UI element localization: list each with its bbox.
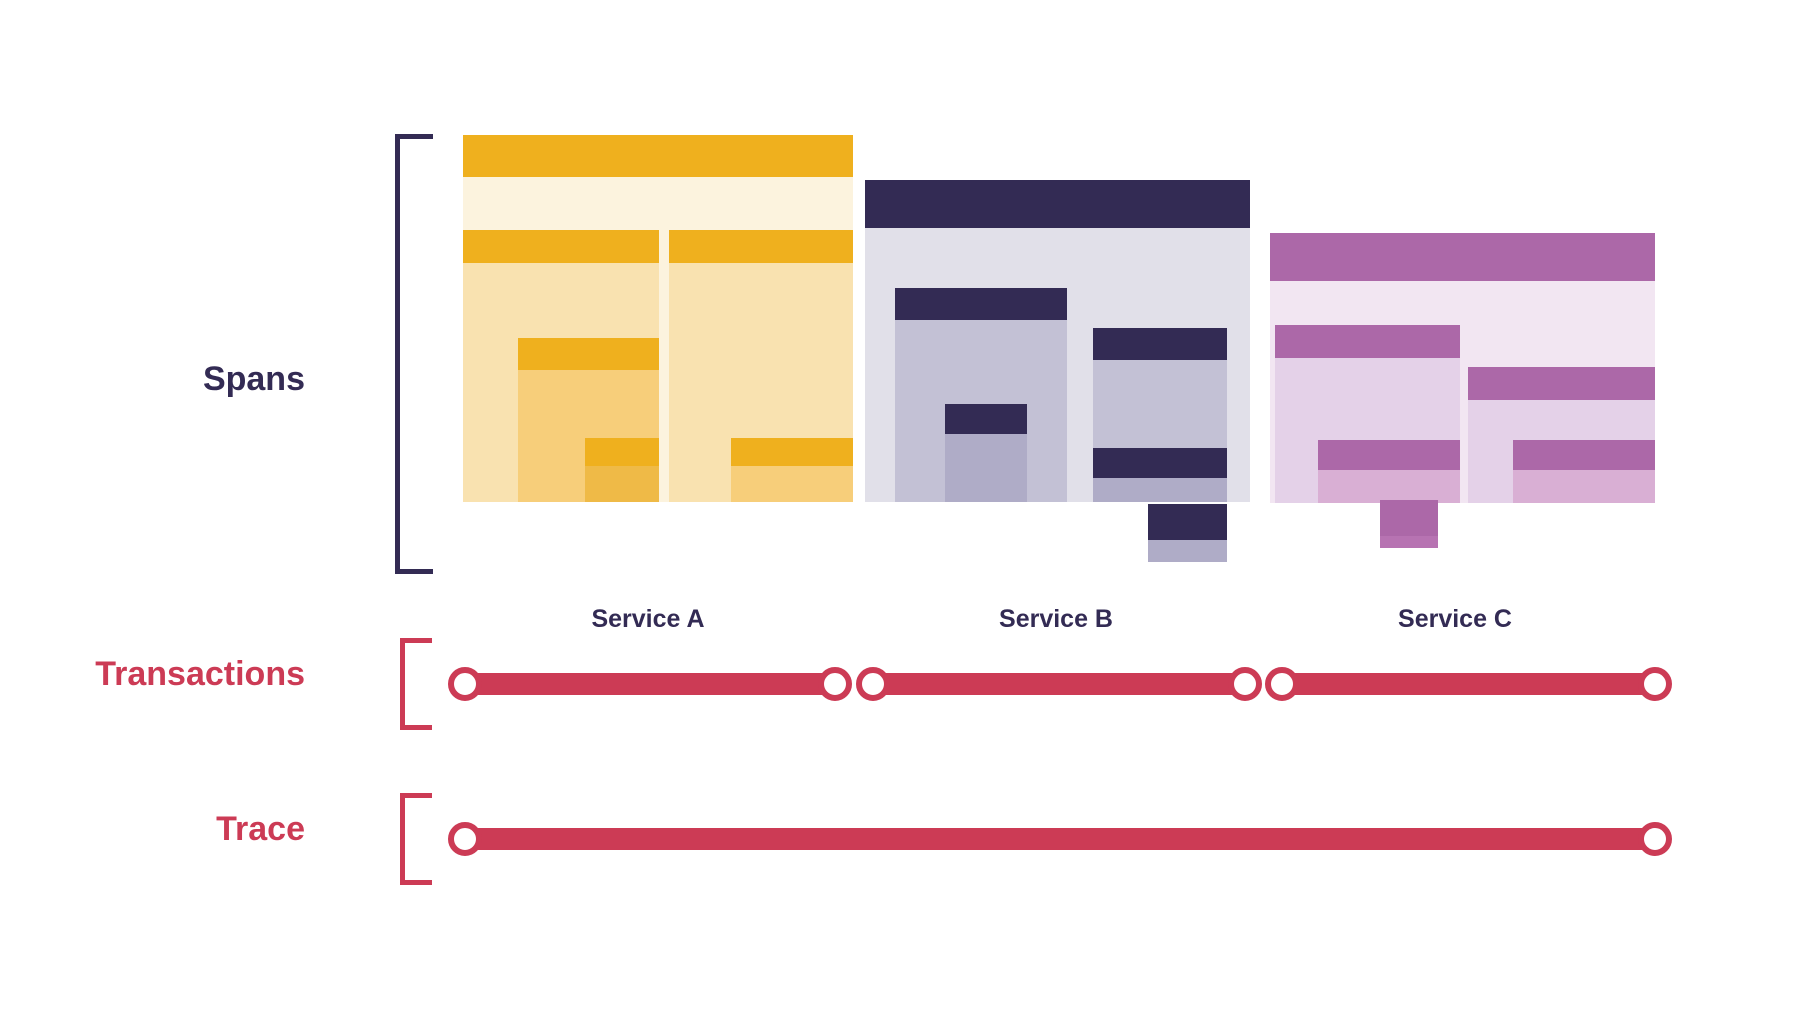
- service-caption-service-c: Service C: [1398, 605, 1512, 633]
- trace-node-1-start[interactable]: [448, 822, 482, 856]
- service-caption-service-a: Service A: [591, 605, 705, 633]
- span-bar-cap: [1318, 440, 1460, 470]
- span-bar-leaf-span-1[interactable]: [1148, 504, 1227, 562]
- span-bar-cap: [1093, 328, 1227, 360]
- transaction-node-1-start[interactable]: [448, 667, 482, 701]
- trace-segment-1[interactable]: [465, 828, 1655, 850]
- span-bar-cap: [895, 288, 1067, 320]
- service-group-service-a: [463, 0, 853, 600]
- span-bar-cap: [945, 404, 1027, 434]
- span-bar-leaf-span-1[interactable]: [585, 438, 659, 502]
- span-bar-cap: [463, 135, 853, 177]
- span-bar-cap: [1148, 504, 1227, 540]
- span-bar-cap: [865, 180, 1250, 228]
- span-bar-grandchild-1[interactable]: [1318, 440, 1460, 503]
- span-bar-cap: [1513, 440, 1655, 470]
- transaction-segment-1[interactable]: [465, 673, 835, 695]
- transaction-node-3-end[interactable]: [1638, 667, 1672, 701]
- span-bar-cap: [518, 338, 659, 370]
- span-bar-cap: [1380, 500, 1438, 536]
- span-bar-cap: [731, 438, 853, 466]
- span-bar-grandchild-2[interactable]: [1093, 448, 1227, 502]
- row-label-transactions: Transactions: [95, 655, 305, 693]
- trace-node-1-end[interactable]: [1638, 822, 1672, 856]
- span-bar-cap: [585, 438, 659, 466]
- bracket-trace: [400, 793, 432, 885]
- span-bar-leaf-span-1[interactable]: [1380, 500, 1438, 548]
- span-bar-cap: [1275, 325, 1460, 358]
- row-label-spans: Spans: [202, 360, 305, 398]
- span-bar-cap: [1468, 367, 1655, 400]
- transaction-segment-2[interactable]: [873, 673, 1245, 695]
- transaction-segment-3[interactable]: [1282, 673, 1655, 695]
- service-group-service-b: [865, 0, 1250, 600]
- span-bar-grandchild-2[interactable]: [731, 438, 853, 502]
- spans-flamegraph: [463, 0, 1655, 600]
- transaction-node-1-end[interactable]: [818, 667, 852, 701]
- transaction-node-2-start[interactable]: [856, 667, 890, 701]
- bracket-transactions: [400, 638, 432, 730]
- span-bar-grandchild-2[interactable]: [1513, 440, 1655, 503]
- row-label-trace: Trace: [216, 810, 305, 848]
- span-bar-cap: [463, 230, 659, 263]
- span-bar-cap: [669, 230, 853, 263]
- span-bar-cap: [1270, 233, 1655, 281]
- span-bar-cap: [1093, 448, 1227, 478]
- transaction-node-2-end[interactable]: [1228, 667, 1262, 701]
- service-group-service-c: [1270, 0, 1655, 600]
- service-caption-service-b: Service B: [999, 605, 1113, 633]
- transactions-timeline: [0, 654, 1800, 714]
- trace-timeline: [0, 809, 1800, 869]
- bracket-spans: [395, 134, 433, 574]
- span-bar-grandchild-1[interactable]: [945, 404, 1027, 502]
- transaction-node-3-start[interactable]: [1265, 667, 1299, 701]
